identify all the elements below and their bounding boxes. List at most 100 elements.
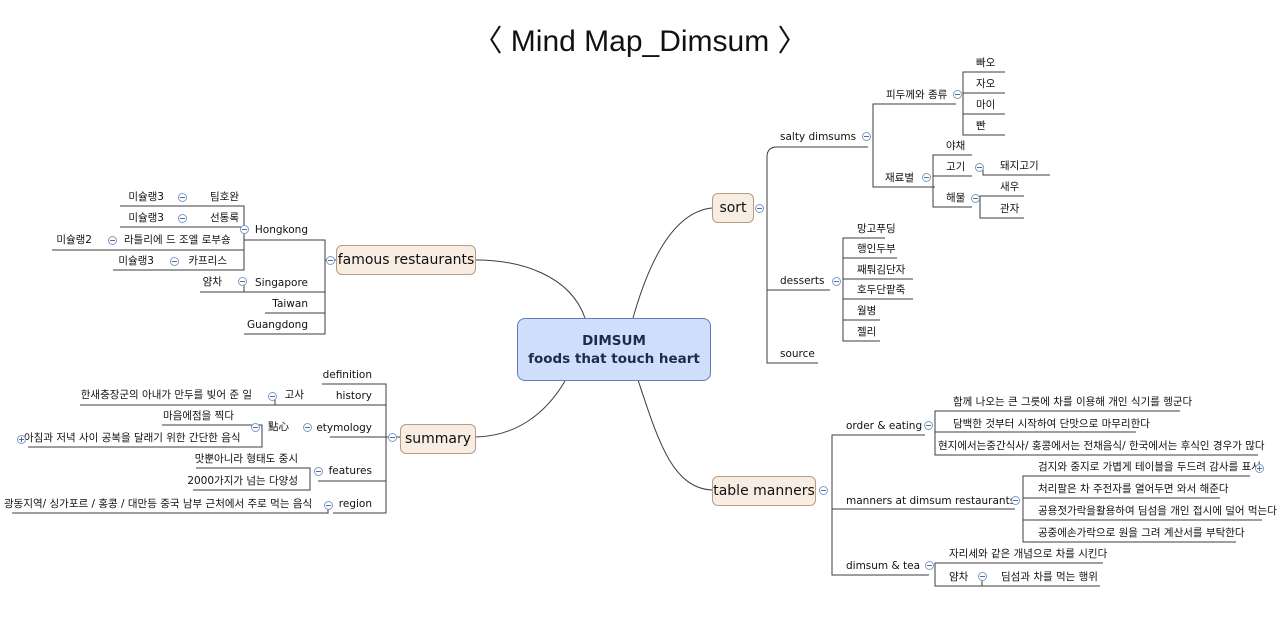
node-shrimp[interactable]: 새우 (1000, 181, 1020, 193)
collapse-toggle-icon[interactable] (1011, 496, 1020, 505)
collapse-toggle-icon[interactable] (251, 423, 260, 432)
node-singapore[interactable]: Singapore (255, 277, 308, 289)
collapse-toggle-icon[interactable] (303, 423, 312, 432)
central-topic-title: DIMSUM (582, 333, 646, 349)
collapse-toggle-icon[interactable] (326, 256, 335, 265)
node-etymology[interactable]: etymology (316, 422, 372, 434)
edge-center-table (637, 379, 713, 491)
collapse-toggle-icon[interactable] (755, 204, 764, 213)
node-hongkong[interactable]: Hongkong (254, 224, 308, 236)
node-scallop[interactable]: 관자 (1000, 203, 1020, 215)
edge-center-sort (632, 207, 713, 319)
node-caprice[interactable]: 카프리스 (188, 255, 227, 267)
node-order-item[interactable]: 담백한 것부터 시작하여 단맛으로 마무리한다 (953, 418, 1150, 430)
collapse-toggle-icon[interactable] (178, 193, 187, 202)
collapse-toggle-icon[interactable] (240, 225, 249, 234)
page-title: 〈 Mind Map_Dimsum 〉 (472, 25, 808, 58)
node-jelly[interactable]: 젤리 (857, 326, 877, 338)
node-history-detail[interactable]: 한새충장군의 아내가 만두를 빚어 준 일 (80, 389, 252, 401)
node-mooncake[interactable]: 월병 (857, 305, 877, 317)
collapse-toggle-icon[interactable] (170, 257, 179, 266)
node-seafood[interactable]: 해물 (946, 192, 966, 204)
expand-toggle-icon[interactable] (17, 435, 26, 444)
node-vegetable[interactable]: 야채 (946, 140, 966, 152)
edge-center-famous (475, 259, 586, 319)
node-manner-item[interactable]: 검지와 중지로 가볍게 테이블을 두드려 감사를 표시 (1038, 461, 1261, 473)
node-tea-item[interactable]: 자리세와 같은 개념으로 차를 시킨다 (949, 548, 1108, 560)
node-history-sub[interactable]: 고사 (284, 389, 304, 401)
node-jiao[interactable]: 자오 (976, 78, 996, 90)
node-mai[interactable]: 마이 (976, 99, 996, 111)
collapse-toggle-icon[interactable] (953, 90, 962, 99)
node-order-item[interactable]: 함께 나오는 큰 그릇에 차를 이용해 개인 식기를 헹군다 (953, 396, 1193, 408)
node-feature-item[interactable]: 맛뿐아니라 형태도 중시 (194, 453, 298, 465)
topic-summary[interactable]: summary (400, 424, 476, 454)
node-mango-pudding[interactable]: 망고푸딩 (857, 223, 896, 235)
expand-toggle-icon[interactable] (1255, 464, 1264, 473)
collapse-toggle-icon[interactable] (238, 277, 247, 286)
collapse-toggle-icon[interactable] (975, 163, 984, 172)
collapse-toggle-icon[interactable] (832, 277, 841, 286)
node-taiwan[interactable]: Taiwan (272, 298, 308, 310)
edge-center-summary (475, 380, 566, 438)
collapse-toggle-icon[interactable] (924, 421, 933, 430)
node-dimsum-tea[interactable]: dimsum & tea (846, 560, 921, 572)
node-source[interactable]: source (780, 348, 815, 360)
node-region-detail[interactable]: 광동지역/ 싱가포르 / 홍콩 / 대만등 중국 남부 근처에서 주로 먹는 음… (4, 498, 313, 510)
node-rating[interactable]: 미슐랭3 (128, 212, 164, 224)
node-almond-tofu[interactable]: 행인두부 (857, 243, 896, 255)
node-etymology-detail[interactable]: 아침과 저녁 사이 공복을 달래기 위한 간단한 음식 (24, 432, 241, 444)
collapse-toggle-icon[interactable] (978, 572, 987, 581)
node-manner-item[interactable]: 처리팔은 차 주전자를 열어두면 와서 해준다 (1038, 483, 1229, 495)
node-order-eating[interactable]: order & eating (846, 420, 923, 432)
central-topic[interactable]: DIMSUM foods that touch heart (517, 318, 711, 381)
collapse-toggle-icon[interactable] (925, 561, 934, 570)
node-rating[interactable]: 미슐랭2 (56, 234, 92, 246)
node-yumcha-restaurant[interactable]: 얌차 (202, 276, 222, 288)
node-etymology-detail[interactable]: 마음에점을 찍다 (163, 410, 234, 422)
topic-famous-restaurants[interactable]: famous restaurants (336, 245, 476, 275)
collapse-toggle-icon[interactable] (862, 132, 871, 141)
node-definition[interactable]: definition (322, 369, 372, 381)
node-manner-item[interactable]: 공중에손가락으로 원을 그려 계산서를 부탁한다 (1038, 527, 1245, 539)
central-topic-subtitle: foods that touch heart (528, 351, 700, 367)
node-robuchon[interactable]: 라틀리에 드 조엘 로부숑 (124, 234, 231, 246)
collapse-toggle-icon[interactable] (819, 486, 828, 495)
node-feature-item[interactable]: 2000가지가 넘는 다양성 (187, 475, 298, 487)
node-dianxin[interactable]: 點心 (268, 421, 289, 433)
node-desserts[interactable]: desserts (780, 275, 825, 287)
node-manner-item[interactable]: 공용젓가락을활용하여 딤섬을 개인 접시에 덜어 먹는다 (1038, 505, 1277, 517)
node-tim-ho-wan[interactable]: 팀호완 (210, 191, 239, 203)
node-salty-dimsums[interactable]: salty dimsums (780, 131, 857, 143)
collapse-toggle-icon[interactable] (922, 173, 931, 182)
node-rating[interactable]: 미슐랭3 (128, 191, 164, 203)
collapse-toggle-icon[interactable] (388, 433, 397, 442)
node-history[interactable]: history (335, 390, 372, 402)
node-features[interactable]: features (328, 465, 372, 477)
node-rating[interactable]: 미슐랭3 (118, 255, 154, 267)
node-sesame-ball[interactable]: 째퉈김단자 (857, 264, 906, 276)
node-order-item[interactable]: 현지에서는중간식사/ 홍콩에서는 전채음식/ 한국에서는 후식인 경우가 많다 (938, 440, 1265, 452)
node-sun-tung-lok[interactable]: 선통록 (210, 212, 239, 224)
collapse-toggle-icon[interactable] (178, 214, 187, 223)
collapse-toggle-icon[interactable] (108, 236, 117, 245)
node-ingredients[interactable]: 재료별 (885, 172, 914, 184)
collapse-toggle-icon[interactable] (268, 392, 277, 401)
collapse-toggle-icon[interactable] (314, 467, 323, 476)
node-yumcha-detail[interactable]: 딤섬과 차를 먹는 행위 (1001, 571, 1098, 583)
node-skin-types[interactable]: 피두께와 종류 (886, 89, 948, 101)
node-fan[interactable]: 빤 (976, 120, 986, 132)
node-region[interactable]: region (338, 498, 372, 510)
node-yumcha[interactable]: 얌차 (949, 571, 969, 583)
node-restaurant-manners[interactable]: manners at dimsum restaurants (846, 495, 1016, 507)
topic-sort[interactable]: sort (712, 193, 754, 223)
node-pork[interactable]: 돼지고기 (1000, 160, 1039, 172)
node-walnut-soup[interactable]: 호두단팥죽 (857, 284, 906, 296)
topic-table-manners[interactable]: table manners (712, 476, 816, 506)
node-meat[interactable]: 고기 (946, 161, 966, 173)
node-bao[interactable]: 빠오 (976, 57, 996, 69)
collapse-toggle-icon[interactable] (324, 501, 333, 510)
collapse-toggle-icon[interactable] (971, 194, 980, 203)
node-guangdong[interactable]: Guangdong (247, 319, 308, 331)
